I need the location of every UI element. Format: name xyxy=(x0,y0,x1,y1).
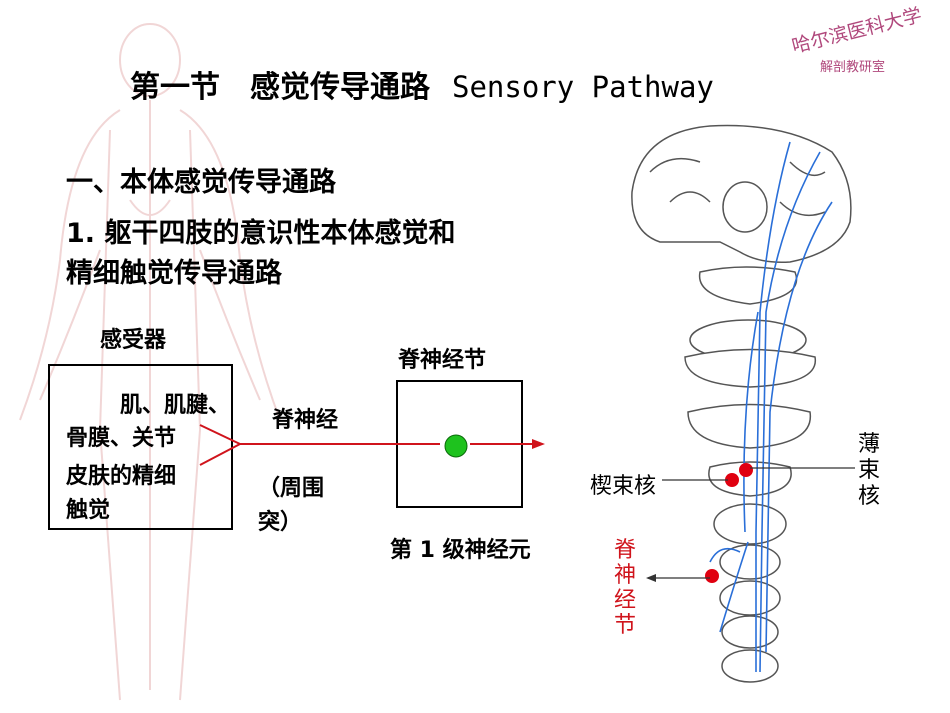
peripheral-process-label-a: （周围 xyxy=(258,476,325,501)
spinal-ganglion-label: 脊 神 经 节 xyxy=(614,538,638,638)
peripheral-process-label-b: 突） xyxy=(258,510,303,535)
subsection-heading: 1. 躯干四肢的意识性本体感觉和 精细触觉传导通路 xyxy=(66,214,455,294)
spinal-nerve-label: 脊神经 xyxy=(272,408,339,433)
gracile-char-3: 核 xyxy=(858,484,881,509)
page-title: 第一节 感觉传导通路 Sensory Pathway xyxy=(130,62,714,106)
ganglion-char-3: 经 xyxy=(614,588,637,613)
brain-spinal-cord-illustration xyxy=(631,124,852,683)
section-heading: 一、本体感觉传导通路 xyxy=(66,167,336,198)
cuneate-nucleus-dot xyxy=(725,473,739,487)
ganglion-char-2: 神 xyxy=(614,563,637,588)
spinal-ganglion-dot xyxy=(705,569,719,583)
first-neuron-label: 第 1 级神经元 xyxy=(390,538,531,563)
body-outline-watermark xyxy=(19,23,281,701)
subsection-line-2: 精细触觉传导通路 xyxy=(66,258,282,289)
gracile-nucleus-label: 薄 束 核 xyxy=(858,432,882,510)
receptor-label: 感受器 xyxy=(100,328,167,353)
cuneate-nucleus-label: 楔束核 xyxy=(590,474,657,499)
gracile-char-2: 束 xyxy=(858,458,881,483)
receptor-box xyxy=(48,364,233,530)
ganglion-char-1: 脊 xyxy=(614,538,637,563)
subsection-line-1: 1. 躯干四肢的意识性本体感觉和 xyxy=(66,218,456,249)
ganglion-label: 脊神经节 xyxy=(398,348,487,373)
title-en: Sensory Pathway xyxy=(452,70,714,104)
neuron-cell-body xyxy=(444,434,468,458)
gracile-char-1: 薄 xyxy=(858,432,881,457)
receptor-text-1a: 肌、肌腱、 xyxy=(120,393,231,418)
ganglion-char-4: 节 xyxy=(614,613,637,638)
title-cn: 第一节 感觉传导通路 xyxy=(130,70,430,105)
department-logo: 解剖教研室 xyxy=(820,60,886,75)
receptor-text-2b: 触觉 xyxy=(66,498,111,523)
receptor-text-2a: 皮肤的精细 xyxy=(66,464,177,489)
receptor-text-1b: 骨膜、关节 xyxy=(66,426,177,451)
gracile-nucleus-dot xyxy=(739,463,753,477)
